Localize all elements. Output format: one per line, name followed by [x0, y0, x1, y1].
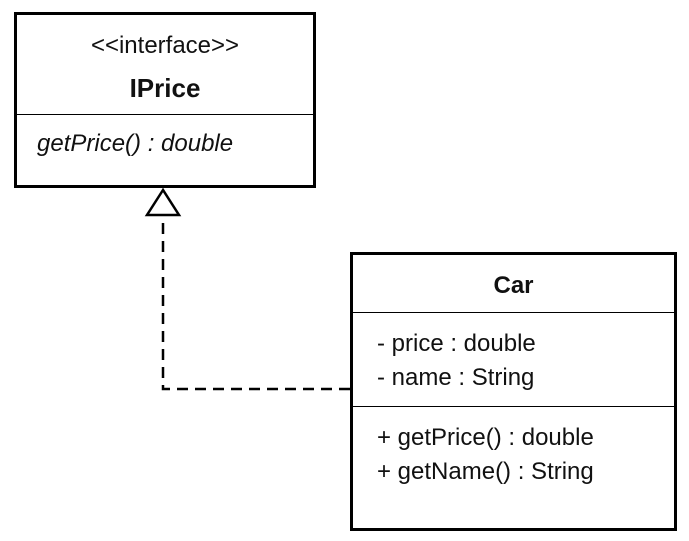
interface-stereotype: <<interface>> [90, 32, 240, 59]
class-attribute: - name : String [377, 364, 535, 391]
interface-operation: getPrice() : double [37, 130, 234, 157]
class-attributes: - price : double - name : String [353, 312, 674, 406]
interface-box-iprice[interactable]: <<interface>> IPrice getPrice() : double [14, 12, 316, 188]
realization-dashed-line [161, 215, 350, 391]
interface-operations: getPrice() : double [17, 114, 313, 159]
class-operation: + getName() : String [377, 458, 594, 485]
class-attribute: - price : double [377, 330, 536, 357]
class-box-car[interactable]: Car - price : double - name : String + g… [350, 252, 677, 531]
class-header: Car [353, 255, 674, 312]
class-name: Car [493, 272, 534, 299]
interface-name: IPrice [129, 73, 201, 103]
interface-header: <<interface>> IPrice [17, 15, 313, 114]
class-operation: + getPrice() : double [377, 424, 594, 451]
class-operations: + getPrice() : double + getName() : Stri… [353, 406, 674, 489]
realization-arrowhead [144, 187, 182, 217]
